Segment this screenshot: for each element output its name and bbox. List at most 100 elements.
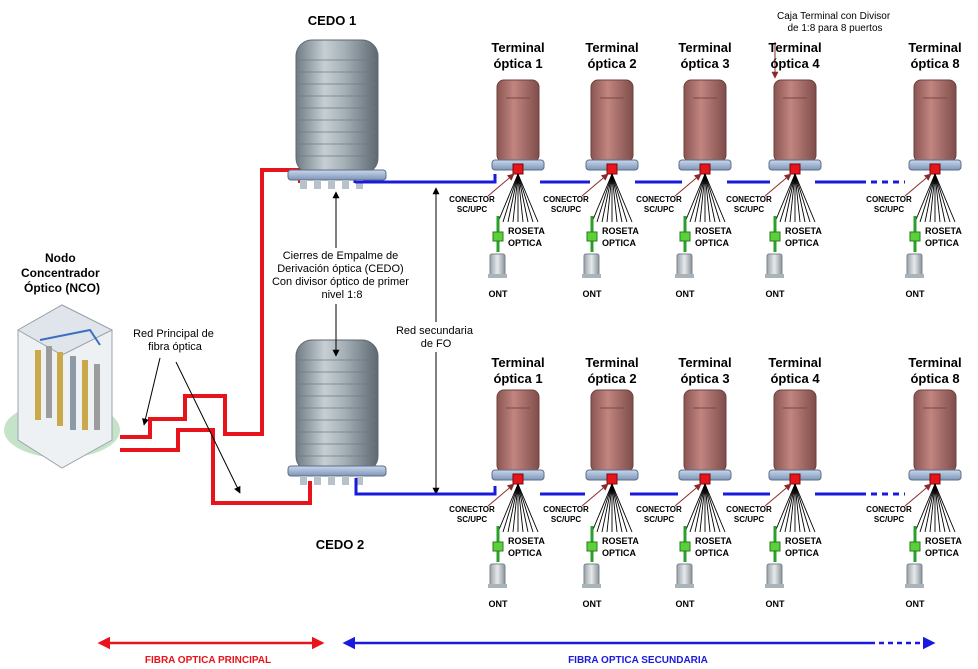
terminal-box-icon	[496, 79, 540, 163]
cedo-1-closure-icon	[287, 39, 387, 189]
connector-icon	[929, 473, 941, 485]
terminal-box-icon	[683, 79, 727, 163]
rosette-icon	[679, 231, 691, 242]
ont-device-icon	[676, 563, 693, 587]
rosette-icon	[909, 541, 921, 552]
nco-label: Nodo Concentrador Óptico (NCO)	[21, 251, 103, 295]
caja-terminal-label: Caja Terminal con Divisor de 1:8 para 8 …	[777, 11, 893, 34]
connector-icon	[699, 473, 711, 485]
connector-icon	[512, 163, 524, 175]
cedo-2-closure-icon	[287, 339, 387, 485]
ont-device-icon	[906, 253, 923, 277]
main-network-arrow-2	[175, 361, 241, 494]
connector-icon	[512, 473, 524, 485]
splitter-fanout	[684, 173, 726, 223]
rosette-icon	[769, 541, 781, 552]
main-network-label: Red Principal de fibra óptica	[133, 328, 217, 353]
splitter-fanout	[914, 173, 956, 223]
rosette-icon	[679, 541, 691, 552]
rosette-icon	[492, 541, 504, 552]
cedo-description: Cierres de Empalme de Derivación óptica …	[272, 250, 412, 301]
secondary-fiber-cables	[353, 174, 860, 496]
splitter-fanout	[774, 173, 816, 223]
ont-label: ONT	[583, 599, 603, 609]
ont-label: ONT	[766, 289, 786, 299]
ont-device-icon	[766, 253, 783, 277]
rosette-icon	[492, 231, 504, 242]
nco-building-icon	[4, 304, 120, 469]
terminal-box-icon	[913, 389, 957, 473]
primary-fiber-cables	[120, 168, 312, 505]
ont-label: ONT	[489, 289, 509, 299]
terminal-box-icon	[773, 389, 817, 473]
cedo-2-label: CEDO 2	[316, 537, 364, 552]
connector-icon	[929, 163, 941, 175]
splitter-fanout	[684, 483, 726, 533]
connector-icon	[699, 163, 711, 175]
ont-label: ONT	[676, 289, 696, 299]
terminal-box-icon	[496, 389, 540, 473]
terminal-box-icon	[773, 79, 817, 163]
ont-device-icon	[583, 563, 600, 587]
terminal-box-icon	[683, 389, 727, 473]
splitter-fanout	[497, 483, 539, 533]
cedo-1-label: CEDO 1	[308, 13, 356, 28]
rosette-icon	[909, 231, 921, 242]
connector-icon	[606, 163, 618, 175]
ont-label: ONT	[676, 599, 696, 609]
splitter-fanout	[497, 173, 539, 223]
splitter-fanout	[774, 483, 816, 533]
terminal-box-icon	[913, 79, 957, 163]
ont-device-icon	[676, 253, 693, 277]
ont-label: ONT	[766, 599, 786, 609]
ont-device-icon	[489, 563, 506, 587]
terminal-box-icon	[590, 79, 634, 163]
rosette-icon	[769, 231, 781, 242]
ont-device-icon	[766, 563, 783, 587]
ont-label: ONT	[906, 599, 926, 609]
rosette-icon	[586, 541, 598, 552]
ont-device-icon	[583, 253, 600, 277]
footer-primary-label: FIBRA OPTICA PRINCIPAL	[145, 655, 271, 666]
splitter-fanout	[591, 173, 633, 223]
connector-icon	[606, 473, 618, 485]
secondary-network-label: Red secundaria de FO	[396, 325, 476, 350]
connector-icon	[789, 473, 801, 485]
splitter-fanout	[591, 483, 633, 533]
ont-label: ONT	[489, 599, 509, 609]
ont-label: ONT	[583, 289, 603, 299]
